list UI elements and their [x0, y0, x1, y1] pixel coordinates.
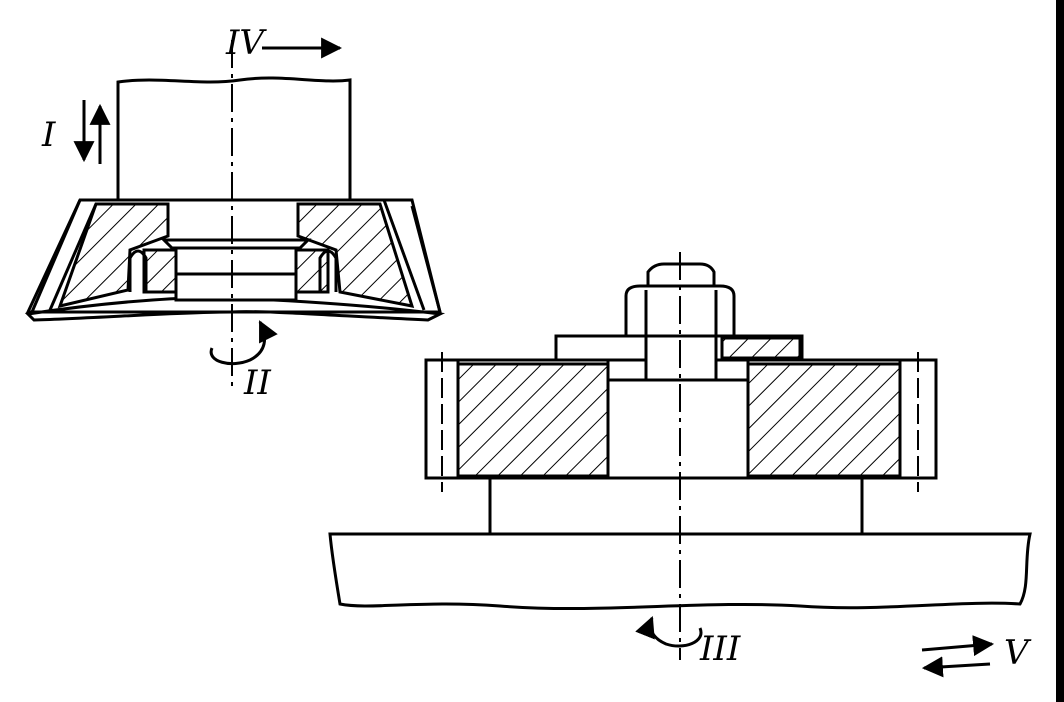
- motion-iii-rotation-arrow: [635, 616, 703, 648]
- label-motion-iv: IV: [226, 23, 264, 63]
- support-block: [488, 476, 864, 536]
- central-bore: [606, 378, 750, 480]
- label-motion-i: I: [42, 115, 56, 155]
- lower-workpiece-assembly: [328, 262, 1032, 611]
- motion-v-arrows: [921, 635, 995, 678]
- motion-i-arrows: [73, 100, 111, 164]
- label-motion-ii: II: [244, 363, 271, 403]
- image-border-right: [1056, 0, 1064, 702]
- label-motion-iii: III: [700, 629, 741, 669]
- wheel-section-right: [296, 202, 415, 308]
- upper-tool-assembly: [24, 76, 446, 322]
- spindle-shaft: [116, 76, 352, 202]
- label-motion-v: V: [1004, 633, 1029, 673]
- motion-ii-rotation-arrow: [209, 320, 278, 365]
- wheel-section-left: [57, 202, 170, 309]
